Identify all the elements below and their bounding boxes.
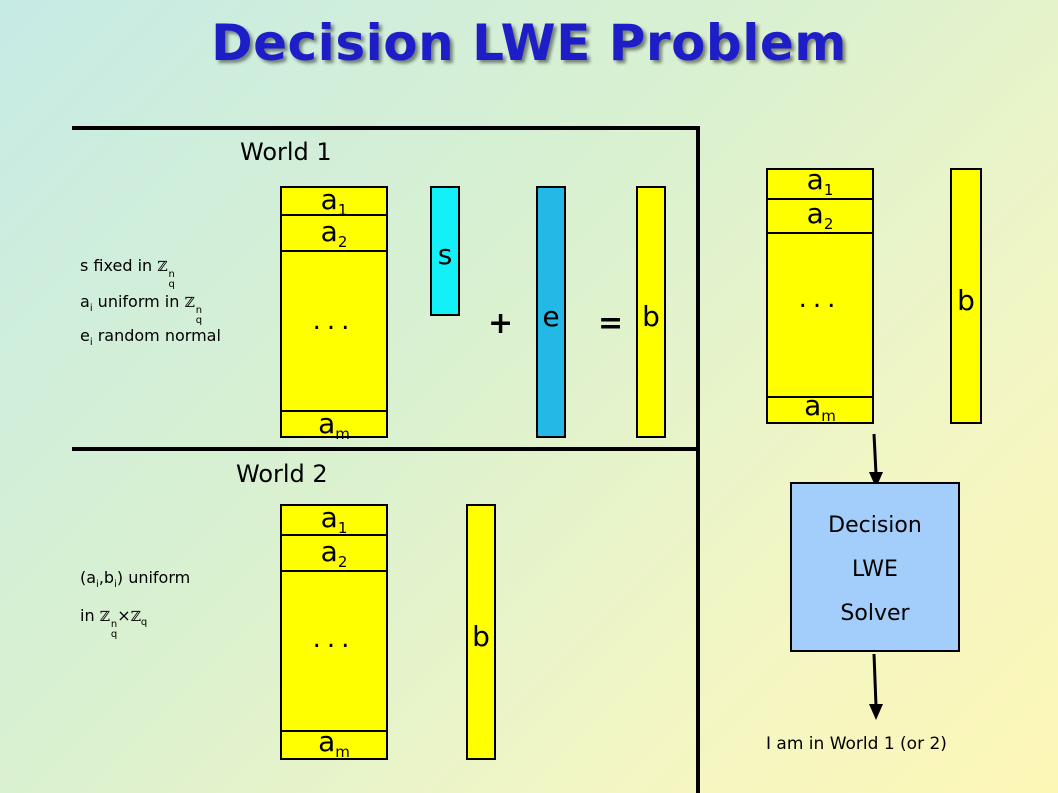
world2-b-vector: b [466, 504, 496, 760]
arrow-down-to-output [869, 653, 883, 720]
world1-row-a2: a2 [320, 215, 348, 251]
world1-row-am: am [318, 407, 350, 443]
input-row-a1: a1 [806, 163, 834, 199]
input-row-divider [768, 198, 872, 200]
input-row-am: am [804, 389, 836, 425]
arrow-down-to-solver [869, 433, 883, 488]
input-row-divider [768, 396, 872, 398]
world2-note-pair: (ai,bi) uniform [80, 568, 191, 591]
middle-divider [72, 447, 698, 451]
world2-row-divider [282, 534, 386, 536]
page-title: Decision LWE Problem [211, 14, 847, 72]
solver-line1: Decision [828, 513, 922, 538]
input-matrix-dots: ... [798, 284, 842, 314]
world2-row-a1: a1 [320, 501, 348, 537]
world2-label: World 2 [236, 460, 328, 488]
input-matrix-a: a1 a2 ... am [766, 163, 874, 425]
world1-b-label: b [642, 300, 660, 333]
world1-error-vector: e [536, 186, 566, 438]
world2-b-label: b [472, 620, 490, 653]
output-text: I am in World 1 (or 2) [766, 734, 947, 754]
world2-row-divider [282, 730, 386, 732]
world1-secret-label: s [437, 238, 453, 271]
solver-line2: LWE [852, 557, 898, 582]
world2-row-a2: a2 [320, 535, 348, 571]
world1-matrix-dots: ... [312, 306, 356, 336]
world1-note-e: ei random normal [80, 326, 221, 349]
world1-row-a1: a1 [320, 183, 348, 219]
world1-label: World 1 [240, 138, 332, 166]
input-row-divider [768, 232, 872, 234]
decision-lwe-solver-box: Decision LWE Solver [790, 482, 960, 652]
world2-matrix-dots: ... [312, 624, 356, 654]
world1-row-divider [282, 214, 386, 216]
solver-line3: Solver [840, 601, 910, 626]
input-b-label: b [957, 284, 975, 317]
vertical-divider [696, 126, 700, 793]
world1-error-label: e [542, 300, 560, 333]
world1-matrix-a: a1 a2 ... am [280, 183, 388, 442]
world1-secret-vector: s [430, 186, 460, 316]
plus-sign: + [488, 306, 514, 341]
world2-row-am: am [318, 725, 350, 761]
world2-row-divider [282, 570, 386, 572]
input-b-vector: b [950, 168, 982, 424]
world2-matrix-a: a1 a2 ... am [280, 504, 388, 760]
world1-row-divider [282, 250, 386, 252]
world1-b-vector: b [636, 186, 666, 438]
top-divider [72, 126, 700, 130]
input-row-a2: a2 [806, 197, 834, 233]
equals-sign: = [598, 306, 624, 341]
world1-row-divider [282, 410, 386, 412]
